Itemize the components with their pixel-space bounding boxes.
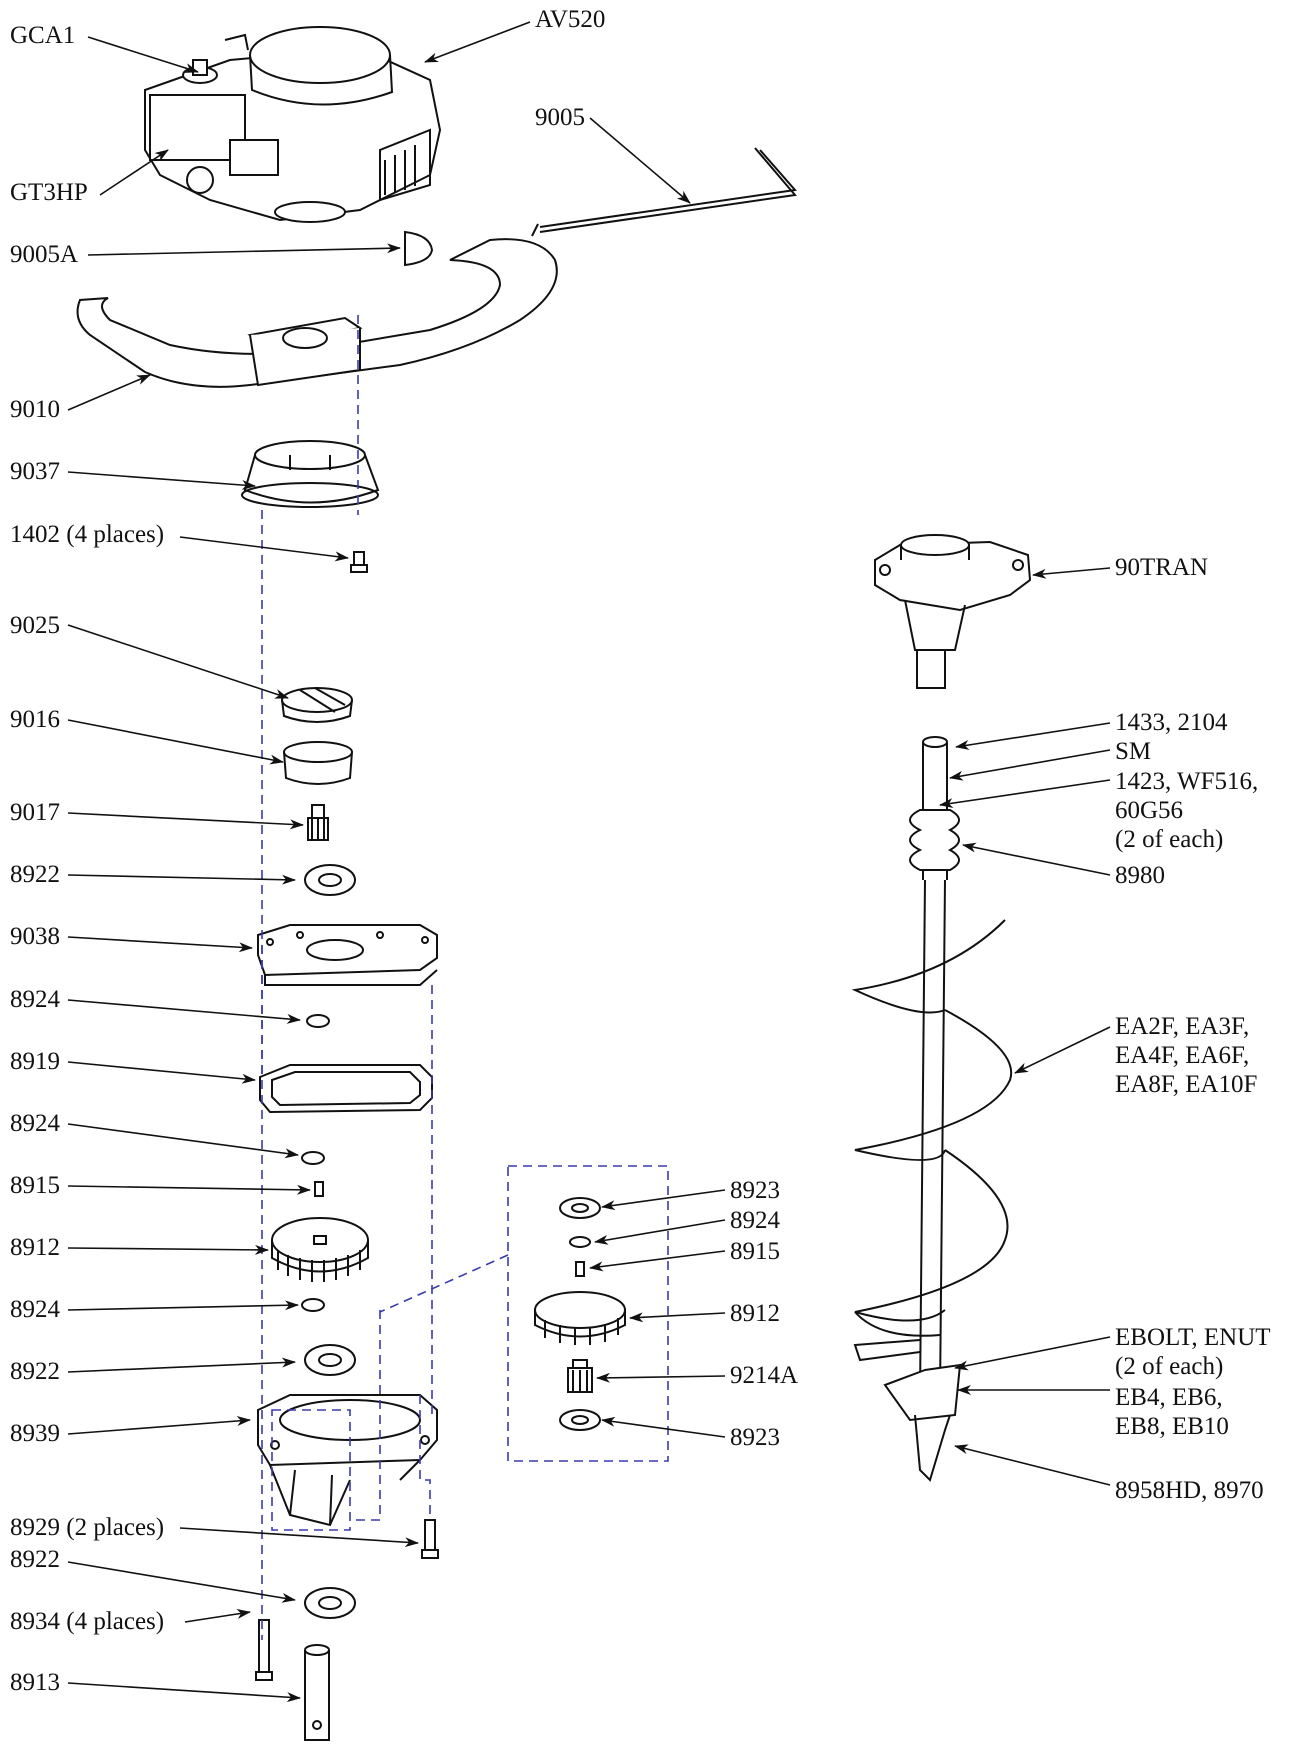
washer-8924-part	[301, 1298, 325, 1312]
bolt-1402-part	[350, 551, 368, 573]
gearbox-cover-part	[257, 924, 438, 986]
label-8958hd-8970: 8958HD, 8970	[1115, 1477, 1264, 1504]
label-sm: SM	[1115, 738, 1152, 765]
label-8922-bottom: 8922	[10, 1546, 60, 1573]
label-ebolt-line2: (2 of each)	[1115, 1353, 1224, 1380]
throttle-rod-part	[531, 147, 797, 237]
output-shaft-part	[304, 1644, 330, 1741]
pinion-9017-part	[307, 804, 329, 841]
label-8922-top: 8922	[10, 861, 60, 888]
label-8924-lower: 8924	[10, 1296, 60, 1323]
label-auger-line1: EA2F, EA3F,	[1115, 1013, 1250, 1040]
label-8924-upper: 8924	[10, 986, 60, 1013]
label-eb-line2: EB8, EB10	[1115, 1413, 1229, 1440]
label-8980: 8980	[1115, 862, 1165, 889]
label-8922-middle: 8922	[10, 1358, 60, 1385]
label-sub-8924: 8924	[730, 1207, 780, 1234]
label-8915: 8915	[10, 1172, 60, 1199]
label-8913: 8913	[10, 1669, 60, 1696]
label-9037: 9037	[10, 458, 60, 485]
clutch-part	[281, 687, 353, 723]
label-sub-8923-top: 8923	[730, 1177, 780, 1204]
throttle-clip-part	[404, 230, 434, 267]
label-1423-line1: 1423, WF516,	[1115, 768, 1259, 795]
pin-8915-part	[314, 1181, 324, 1197]
bearing-8922-part	[304, 1344, 356, 1376]
label-8939: 8939	[10, 1420, 60, 1447]
label-8934: 8934 (4 places)	[10, 1608, 165, 1635]
label-ebolt-group: EBOLT, ENUT (2 of each)	[1115, 1323, 1271, 1381]
label-eb-line1: EB4, EB6,	[1115, 1384, 1223, 1411]
label-1423-group: 1423, WF516, 60G56 (2 of each)	[1115, 767, 1258, 854]
label-sub-8915: 8915	[730, 1238, 780, 1265]
bearing-8922-part	[304, 1587, 356, 1619]
label-8919: 8919	[10, 1048, 60, 1075]
gearbox-housing-part	[257, 1394, 438, 1527]
label-auger-line2: EA4F, EA6F,	[1115, 1042, 1250, 1069]
sub-gear-8912-part	[534, 1291, 626, 1345]
label-auger-line3: EA8F, EA10F	[1115, 1071, 1258, 1098]
label-8929: 8929 (2 places)	[10, 1514, 165, 1541]
washer-8924-part	[306, 1014, 330, 1028]
sub-bearing-8923-part	[559, 1197, 601, 1219]
label-8924-middle: 8924	[10, 1110, 60, 1137]
sub-washer-8924-part	[569, 1236, 591, 1248]
label-1423-line3: (2 of each)	[1115, 826, 1224, 853]
label-eb-group: EB4, EB6, EB8, EB10	[1115, 1383, 1229, 1441]
label-90tran: 90TRAN	[1115, 554, 1209, 581]
sub-bearing-8923-part	[559, 1409, 601, 1431]
bearing-8922-part	[304, 864, 356, 896]
clutch-drum-part	[283, 741, 353, 785]
label-ebolt-line1: EBOLT, ENUT	[1115, 1324, 1271, 1351]
label-9017: 9017	[10, 799, 60, 826]
handle-bar-part	[76, 238, 558, 388]
gear-8912-part	[271, 1217, 369, 1282]
gasket-part	[259, 1064, 433, 1114]
label-9016: 9016	[10, 706, 60, 733]
label-1402: 1402 (4 places)	[10, 521, 165, 548]
transmission-assembly-part	[874, 534, 1032, 689]
washer-8924-part	[301, 1151, 325, 1165]
engine-part	[144, 26, 442, 223]
label-gt3hp: GT3HP	[10, 179, 88, 206]
sub-pin-8915-part	[575, 1261, 585, 1277]
label-sub-9214a: 9214A	[730, 1362, 799, 1389]
sub-pinion-9214a-part	[567, 1359, 593, 1393]
label-1423-line2: 60G56	[1115, 797, 1184, 824]
label-9010: 9010	[10, 396, 60, 423]
bolt-8929-part	[421, 1519, 439, 1559]
label-sub-8912: 8912	[730, 1300, 780, 1327]
label-av520: AV520	[535, 6, 606, 33]
label-9025: 9025	[10, 612, 60, 639]
label-9005a: 9005A	[10, 241, 79, 268]
label-gca1: GCA1	[10, 22, 76, 49]
label-sub-8923-bottom: 8923	[730, 1424, 780, 1451]
label-1433-2104: 1433, 2104	[1115, 709, 1228, 736]
cone-housing-part	[241, 440, 380, 508]
label-9005: 9005	[535, 104, 585, 131]
auger-part	[851, 736, 1013, 1482]
label-8912: 8912	[10, 1234, 60, 1261]
bolt-8934-part	[255, 1619, 273, 1681]
label-9038: 9038	[10, 923, 60, 950]
label-auger-group: EA2F, EA3F, EA4F, EA6F, EA8F, EA10F	[1115, 1012, 1257, 1099]
